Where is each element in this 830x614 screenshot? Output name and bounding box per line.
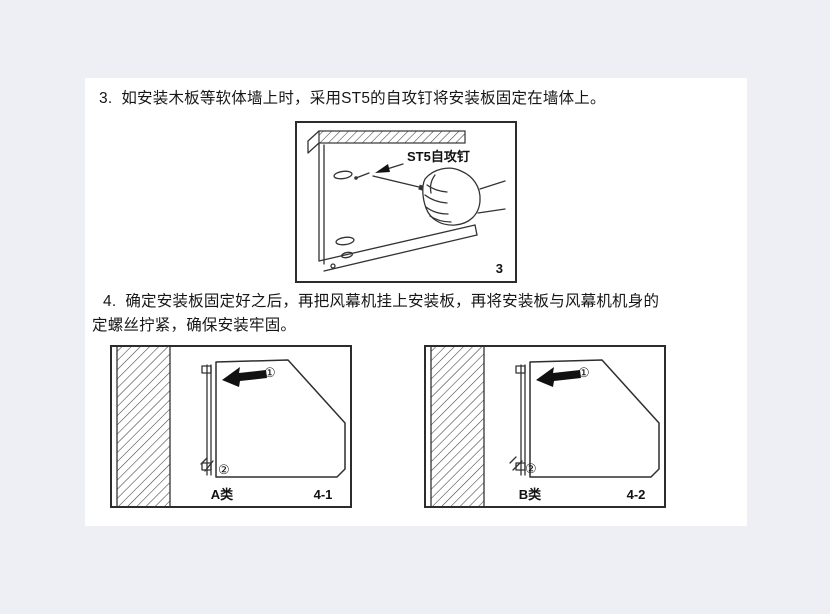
step-4-text: 4. 确定安装板固定好之后，再把风幕机挂上安装板，再将安装板与风幕机机身的 定螺… xyxy=(92,290,742,338)
fixing-screw-icon xyxy=(200,457,214,472)
step-4-line-2: 定螺丝拧紧，确保安装牢固。 xyxy=(92,317,297,334)
hang-direction-arrow-icon xyxy=(222,367,267,387)
figure-4-2-number: 4-2 xyxy=(627,487,646,502)
figure-4-1-step1-marker: ① xyxy=(264,365,276,380)
figure-4-2-step1-marker: ① xyxy=(578,365,590,380)
figure-3: ST5自攻钉 3 xyxy=(295,121,517,283)
figure-4-2-type-label: B类 xyxy=(519,487,542,502)
figure-4-2: ① ② B类 4-2 xyxy=(424,345,666,508)
callout-arrow-icon xyxy=(375,164,390,173)
figure-3-number: 3 xyxy=(496,261,503,276)
figure-4-1-drawing: ① ② A类 4-1 xyxy=(116,347,346,506)
callout: ST5自攻钉 xyxy=(375,149,470,173)
figure-3-drawing: ST5自攻钉 3 xyxy=(307,130,506,276)
figure-4-1-number: 4-1 xyxy=(314,487,333,502)
figure-4-1-type-label: A类 xyxy=(211,487,234,502)
wall-section-drawing xyxy=(116,347,171,506)
hand-drawing xyxy=(422,167,506,226)
air-curtain-body-drawing xyxy=(529,359,660,478)
mounting-plate-drawing xyxy=(307,130,478,272)
figure-3-callout-label: ST5自攻钉 xyxy=(407,149,470,164)
hang-direction-arrow-icon xyxy=(536,367,581,387)
figure-4-1: ① ② A类 4-1 xyxy=(110,345,352,508)
mounting-plate-edge-drawing xyxy=(515,364,526,476)
air-curtain-body-drawing xyxy=(215,359,346,478)
step-4-line-1: 4. 确定安装板固定好之后，再把风幕机挂上安装板，再将安装板与风幕机机身的 xyxy=(103,293,660,310)
mounting-plate-edge-drawing xyxy=(201,364,212,476)
fixing-screw-icon xyxy=(509,456,523,471)
figure-4-1-step2-marker: ② xyxy=(218,462,230,477)
wall-section-drawing xyxy=(430,347,485,506)
figure-4-2-drawing: ① ② B类 4-2 xyxy=(430,347,660,506)
figure-4-2-step2-marker: ② xyxy=(525,461,537,476)
step-3-text: 3. 如安装木板等软体墙上时，采用ST5的自攻钉将安装板固定在墙体上。 xyxy=(99,90,606,107)
document-card: 3. 如安装木板等软体墙上时，采用ST5的自攻钉将安装板固定在墙体上。 xyxy=(85,78,747,526)
